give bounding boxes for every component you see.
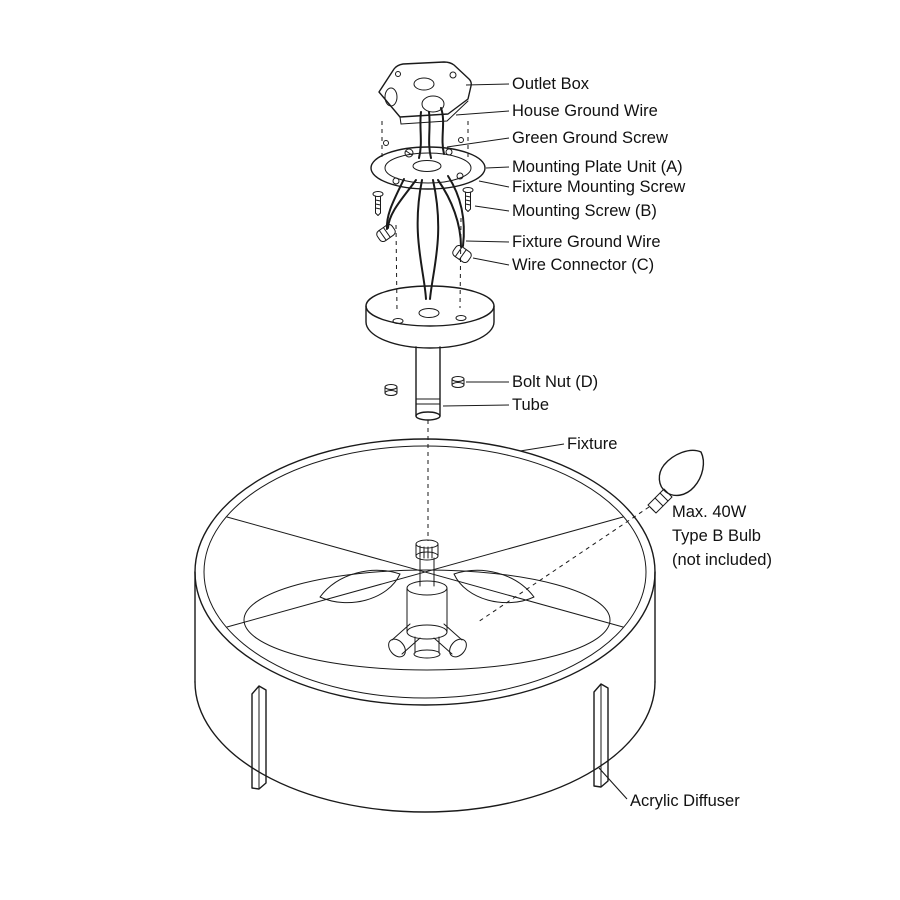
- alignment-dashes-box: [381, 121, 469, 157]
- diffuser-leg-right-drawing: [593, 683, 609, 788]
- green-ground-screw-drawing: [404, 148, 414, 158]
- label-fixture-mounting-screw: Fixture Mounting Screw: [512, 178, 685, 196]
- mounting-screw-left-drawing: [372, 191, 384, 216]
- fixture-wires-drawing: [385, 175, 465, 300]
- bulb-insert-dash: [477, 506, 650, 623]
- label-tube: Tube: [512, 396, 549, 414]
- bolt-nut-right-drawing: [451, 376, 465, 388]
- drum-fixture-drawing: [194, 438, 656, 813]
- label-bulb-line1: Max. 40W: [672, 503, 747, 521]
- drum-top-rim-inner: [203, 445, 647, 699]
- bulb-drawing: [477, 449, 705, 623]
- diffuser-leg-left-drawing: [251, 685, 267, 790]
- mounting-screw-right-drawing: [462, 187, 474, 212]
- label-mounting-screw-b: Mounting Screw (B): [512, 202, 657, 220]
- drum-inner-base: [243, 569, 611, 671]
- installed-bulb-left-drawing: [319, 569, 401, 604]
- wire-connector-right-drawing: [452, 244, 472, 264]
- mounting-plate-drawing: [370, 137, 486, 190]
- socket-front-left-drawing: [388, 623, 421, 658]
- canopy-drawing: [365, 285, 495, 349]
- leader-lines: [442, 83, 628, 800]
- label-bulb-line2: Type B Bulb: [672, 527, 761, 545]
- label-mounting-plate-unit: Mounting Plate Unit (A): [512, 158, 683, 176]
- label-bulb-line3: (not included): [672, 551, 772, 569]
- socket-front-right-drawing: [433, 623, 467, 658]
- tube-drawing: [415, 346, 441, 421]
- installed-bulb-right-drawing: [453, 569, 535, 604]
- bolt-nut-left-drawing: [384, 384, 398, 396]
- label-bolt-nut: Bolt Nut (D): [512, 373, 598, 391]
- label-wire-connector: Wire Connector (C): [512, 256, 654, 274]
- alignment-dashes-screws: [395, 217, 462, 313]
- label-fixture-ground-wire: Fixture Ground Wire: [512, 233, 661, 251]
- label-fixture: Fixture: [567, 435, 617, 453]
- labels: Outlet Box House Ground Wire Green Groun…: [512, 75, 772, 810]
- center-hub-drawing: [406, 539, 448, 659]
- label-green-ground-screw: Green Ground Screw: [512, 129, 668, 147]
- wire-connector-left-drawing: [376, 223, 396, 243]
- label-acrylic-diffuser: Acrylic Diffuser: [630, 792, 740, 810]
- crossbar-2: [226, 516, 624, 628]
- label-house-ground-wire: House Ground Wire: [512, 102, 658, 120]
- house-wires-drawing: [418, 107, 445, 159]
- label-outlet-box: Outlet Box: [512, 75, 590, 93]
- drum-bottom-edge: [194, 681, 656, 813]
